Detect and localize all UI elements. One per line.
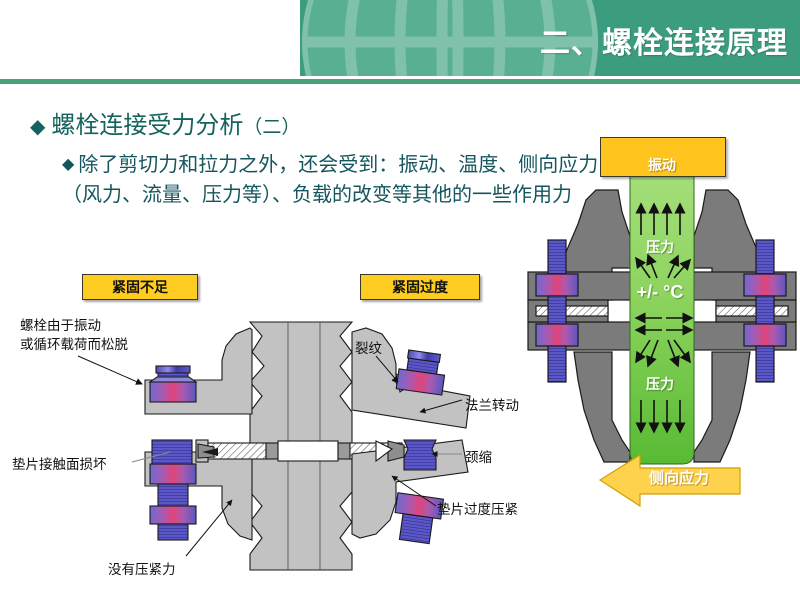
bullet-level-1: ◆螺栓连接受力分析（二） xyxy=(30,105,300,140)
bullet-level-2-label: 除了剪切力和拉力之外，还会受到：振动、温度、侧向应力（风力、流量、压力等）、负载… xyxy=(62,154,599,206)
diamond-bullet-icon: ◆ xyxy=(30,116,46,138)
label-box-over-tightening: 紧固过度 xyxy=(360,274,480,300)
slide-header: 二、螺栓连接原理 xyxy=(0,0,800,76)
bullet-level-1-suffix: （二） xyxy=(243,117,301,138)
callout-no-clamping-force: 没有压紧力 xyxy=(108,562,176,577)
callout-crack: 裂纹 xyxy=(355,341,382,356)
globe-grid-icon xyxy=(302,0,598,76)
leader-loosen xyxy=(77,355,143,385)
leader-crack xyxy=(375,355,399,383)
leader-noforce xyxy=(185,499,233,557)
header-divider xyxy=(0,79,800,84)
leader-gasket xyxy=(131,451,171,463)
callout-bolt-loosening: 螺栓由于振动 或循环载荷而松脱 xyxy=(20,318,128,352)
page-title: 二、螺栓连接原理 xyxy=(540,27,788,60)
label-box-insufficient-tightening: 紧固不足 xyxy=(82,274,198,300)
callout-gasket-face-damage: 垫片接触面损坏 xyxy=(12,457,107,472)
diamond-bullet-icon-2: ◆ xyxy=(62,156,75,173)
vibration-label-box xyxy=(600,137,726,177)
leader-rotation xyxy=(419,399,463,414)
vibration-label: 振动 xyxy=(648,157,676,173)
temperature-label: +/- °C xyxy=(636,282,684,302)
header-white-mask xyxy=(0,0,300,76)
leader-overcompress xyxy=(391,475,437,507)
lateral-stress-label: 侧向应力 xyxy=(648,470,709,487)
bullet-level-2: ◆除了剪切力和拉力之外，还会受到：振动、温度、侧向应力（风力、流量、压力等）、负… xyxy=(62,150,602,210)
callout-gasket-overcompress: 垫片过度压紧 xyxy=(437,502,518,517)
bullet-level-1-label: 螺栓连接受力分析 xyxy=(51,112,244,139)
pressure-label-bottom: 压力 xyxy=(646,376,674,392)
callout-necking: 颈缩 xyxy=(465,450,492,465)
callout-flange-rotation: 法兰转动 xyxy=(465,398,519,413)
pressure-label-top: 压力 xyxy=(646,239,674,255)
